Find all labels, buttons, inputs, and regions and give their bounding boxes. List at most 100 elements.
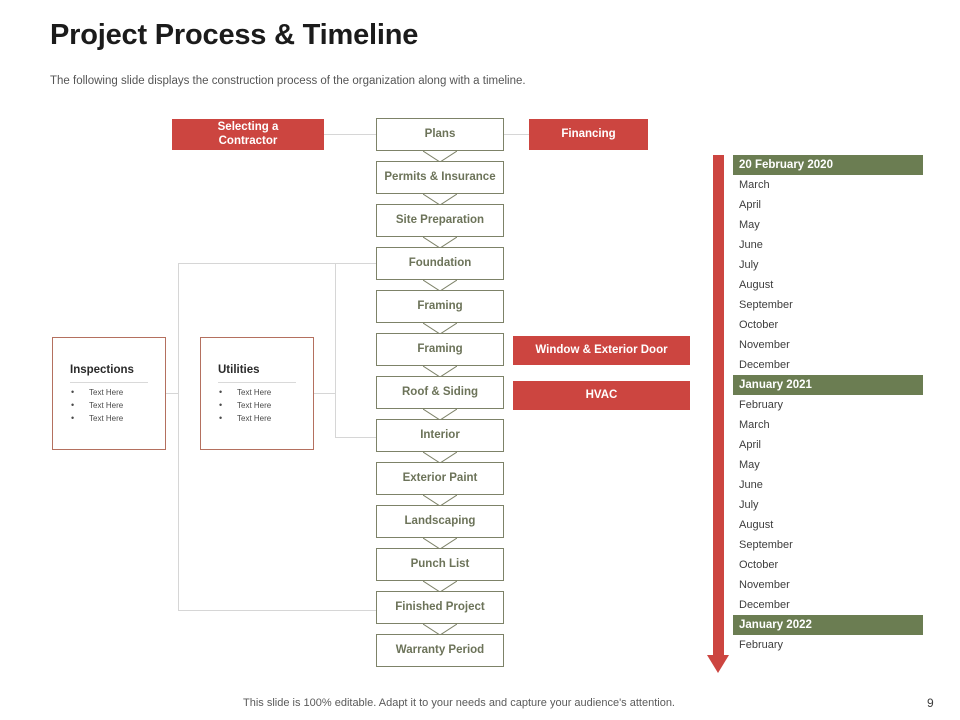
- card-inspections-title: Inspections: [70, 364, 134, 376]
- connector-inner-top: [335, 263, 376, 264]
- timeline-month-row[interactable]: May: [739, 459, 760, 471]
- process-step-label: Landscaping: [404, 515, 476, 528]
- connector-plans-to-financing: [504, 134, 529, 135]
- card-utilities-list: Text Here Text Here Text Here: [215, 386, 271, 425]
- timeline-month-row[interactable]: September: [739, 539, 793, 551]
- connector-outer-bottom: [178, 610, 376, 611]
- connector-outer-to-inspections: [166, 393, 179, 394]
- process-step[interactable]: Warranty Period: [376, 634, 504, 667]
- page-title: Project Process & Timeline: [50, 19, 419, 51]
- process-step-label: Framing: [417, 300, 463, 313]
- process-step-box: [376, 505, 504, 538]
- timeline-month-row[interactable]: October: [739, 319, 779, 331]
- timeline-month-row[interactable]: September: [739, 299, 793, 311]
- process-step-label: Warranty Period: [395, 644, 485, 657]
- list-item: Text Here: [67, 412, 123, 425]
- process-step-box: [376, 376, 504, 409]
- timeline-month-row[interactable]: June: [739, 239, 763, 251]
- process-step-label: Permits & Insurance: [384, 171, 496, 184]
- timeline-month-row[interactable]: April: [739, 199, 762, 211]
- timeline-month-row[interactable]: May: [739, 219, 760, 231]
- connector-inner-bottom: [335, 437, 376, 438]
- process-step-label: Finished Project: [395, 601, 485, 614]
- process-step-box: [376, 204, 504, 237]
- timeline-month-row[interactable]: August: [739, 279, 774, 291]
- connector-outer-vertical: [178, 263, 179, 611]
- process-step-label: Exterior Paint: [402, 472, 478, 485]
- process-step[interactable]: Punch List: [376, 548, 504, 603]
- process-step-box: [376, 591, 504, 624]
- connector-contractor-to-plans: [324, 134, 376, 135]
- timeline-month-row[interactable]: April: [739, 439, 762, 451]
- timeline-month-row[interactable]: March: [739, 419, 770, 431]
- process-step-box: [376, 419, 504, 452]
- process-step-box: [376, 290, 504, 323]
- card-inspections-rule: [70, 382, 148, 383]
- timeline-month-row[interactable]: June: [739, 479, 763, 491]
- process-step-box: [376, 247, 504, 280]
- timeline-month-row[interactable]: July: [739, 499, 759, 511]
- card-utilities[interactable]: Utilities Text Here Text Here Text Here: [200, 337, 314, 450]
- callout-contractor-label: Selecting a Contractor: [217, 120, 279, 147]
- timeline-month-row[interactable]: August: [739, 519, 774, 531]
- list-item: Text Here: [215, 399, 271, 412]
- page-subtitle: The following slide displays the constru…: [50, 75, 526, 87]
- process-step[interactable]: Site Preparation: [376, 204, 504, 259]
- timeline-month-row[interactable]: October: [739, 559, 779, 571]
- process-step[interactable]: Roof & Siding: [376, 376, 504, 431]
- card-utilities-rule: [218, 382, 296, 383]
- process-step[interactable]: Exterior Paint: [376, 462, 504, 517]
- connector-inner-to-utilities: [314, 393, 336, 394]
- process-step-label: Plans: [424, 128, 456, 141]
- process-step-box: [376, 333, 504, 366]
- timeline-month-row[interactable]: December: [739, 599, 790, 611]
- callout-financing[interactable]: Financing: [529, 119, 648, 150]
- timeline-month-row[interactable]: December: [739, 359, 790, 371]
- timeline-month-row[interactable]: July: [739, 259, 759, 271]
- process-step[interactable]: Interior: [376, 419, 504, 474]
- card-utilities-title: Utilities: [218, 364, 260, 376]
- timeline-milestone-row[interactable]: January 2022: [733, 615, 923, 635]
- process-step[interactable]: Finished Project: [376, 591, 504, 646]
- callout-hvac[interactable]: HVAC: [513, 381, 690, 410]
- process-step[interactable]: Foundation: [376, 247, 504, 302]
- timeline-month-row[interactable]: March: [739, 179, 770, 191]
- footer-note: This slide is 100% editable. Adapt it to…: [243, 697, 675, 709]
- process-step[interactable]: Plans: [376, 118, 504, 173]
- process-step-label: Interior: [420, 429, 460, 442]
- timeline-milestone-row[interactable]: 20 February 2020: [733, 155, 923, 175]
- process-step-box: [376, 548, 504, 581]
- process-step[interactable]: Landscaping: [376, 505, 504, 560]
- process-step-label: Site Preparation: [395, 214, 485, 227]
- callout-window-exterior-door[interactable]: Window & Exterior Door: [513, 336, 690, 365]
- process-step[interactable]: Framing: [376, 290, 504, 345]
- card-inspections[interactable]: Inspections Text Here Text Here Text Her…: [52, 337, 166, 450]
- process-step-label: Punch List: [410, 558, 470, 571]
- timeline-month-row[interactable]: November: [739, 339, 790, 351]
- page-number: 9: [927, 696, 934, 710]
- timeline-month-row[interactable]: February: [739, 639, 784, 651]
- process-step-box: [376, 118, 504, 151]
- process-step-label: Framing: [417, 343, 463, 356]
- connector-outer-top: [178, 263, 376, 264]
- process-step-label: Roof & Siding: [401, 386, 478, 399]
- timeline-month-row[interactable]: February: [739, 399, 784, 411]
- callout-selecting-a-contractor[interactable]: Selecting a Contractor: [172, 119, 324, 150]
- process-step-box: [376, 161, 504, 194]
- list-item: Text Here: [67, 386, 123, 399]
- timeline-milestone-row[interactable]: January 2021: [733, 375, 923, 395]
- process-step[interactable]: Framing: [376, 333, 504, 388]
- list-item: Text Here: [67, 399, 123, 412]
- list-item: Text Here: [215, 412, 271, 425]
- card-inspections-list: Text Here Text Here Text Here: [67, 386, 123, 425]
- timeline-month-row[interactable]: November: [739, 579, 790, 591]
- process-step-box: [376, 634, 504, 667]
- timeline-arrow-head-icon: [707, 655, 729, 673]
- timeline-arrow-bar: [713, 155, 724, 658]
- process-step[interactable]: Permits & Insurance: [376, 161, 504, 216]
- process-step-label: Foundation: [408, 257, 472, 270]
- process-step-box: [376, 462, 504, 495]
- connector-inner-vertical: [335, 263, 336, 438]
